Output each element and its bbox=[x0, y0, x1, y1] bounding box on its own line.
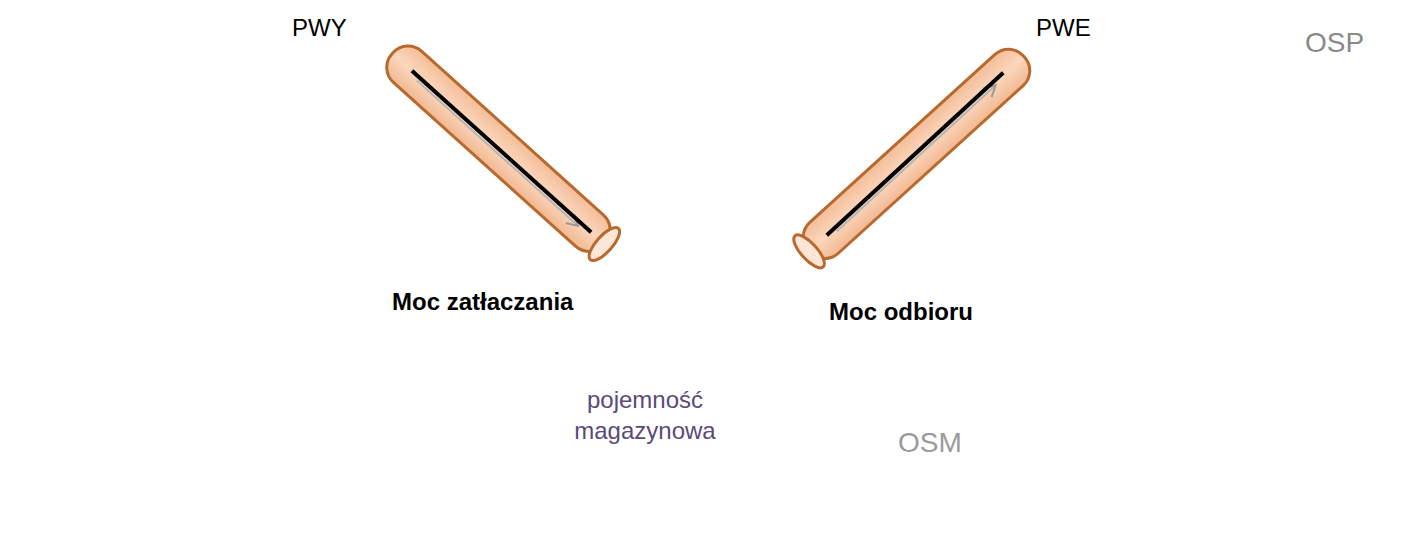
flow-arrow bbox=[837, 85, 996, 231]
pipe-outline bbox=[0, 0, 1412, 94]
capacity-label: Moc zatłaczania bbox=[392, 288, 573, 317]
point-label: PWY bbox=[292, 14, 347, 43]
system-label: OSP bbox=[1305, 26, 1364, 60]
connection-point: PWY bbox=[384, 44, 416, 76]
storage-area: pojemność magazynowaOSMMoc zatłaczaniaMo… bbox=[262, 206, 1278, 544]
dot-outline bbox=[384, 44, 416, 76]
dot-outline bbox=[587, 227, 619, 259]
connection-point: Moc zatłaczania bbox=[587, 227, 619, 259]
point-label: PWE bbox=[1036, 14, 1091, 43]
system-label: OSM bbox=[898, 426, 962, 460]
flow-arrow bbox=[417, 80, 578, 226]
withdrawal-pipe bbox=[789, 41, 1038, 272]
transmission-pipe: OSP PWY PWE bbox=[0, 0, 1412, 94]
dot-outline bbox=[999, 46, 1031, 78]
flow-connector bbox=[412, 71, 591, 233]
capacity-label: Moc odbioru bbox=[829, 298, 973, 327]
connection-point: Moc odbioru bbox=[799, 230, 831, 262]
ellipse-outline bbox=[262, 206, 1278, 544]
flow-connector bbox=[827, 73, 1003, 235]
connection-point: PWE bbox=[999, 46, 1031, 78]
dot-outline bbox=[799, 230, 831, 262]
capacity-label: pojemność magazynowa bbox=[520, 384, 770, 446]
injection-pipe bbox=[379, 38, 625, 265]
